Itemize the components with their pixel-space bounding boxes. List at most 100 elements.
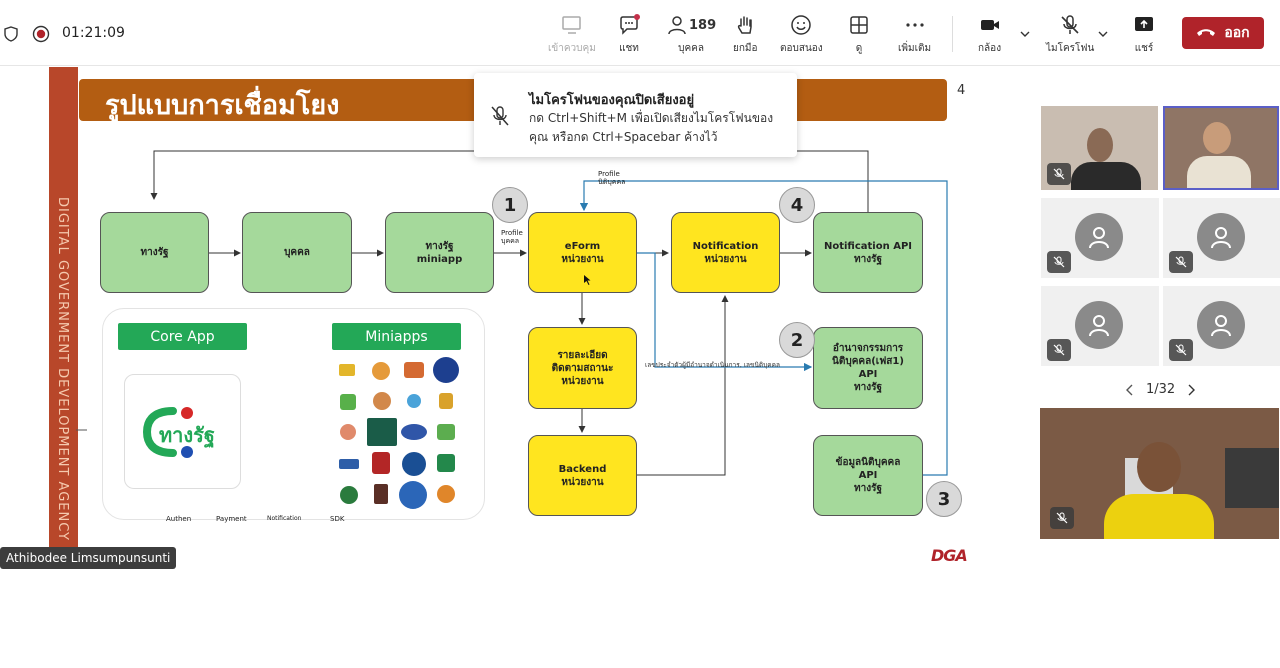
participant-tile[interactable] (1041, 286, 1159, 366)
share-label: แชร์ (1134, 43, 1154, 54)
person-icon (1089, 227, 1109, 249)
mic-off-icon (1053, 256, 1065, 268)
participant-tile[interactable] (1041, 198, 1159, 278)
share-screen-icon (1135, 17, 1153, 31)
leave-button[interactable]: ออก (1182, 17, 1264, 49)
meeting-timer: 01:21:09 (62, 25, 125, 41)
flow-box-text: API (858, 369, 878, 380)
view-button[interactable]: ดู (848, 14, 870, 56)
flow-box-juristic-api: ข้อมูลนิติบุคคล API ทางรัฐ (813, 435, 923, 516)
miniapps-tag: Miniapps (332, 323, 461, 350)
more-label: เพิ่มเติม (898, 43, 932, 54)
flow-box-text: ทางรัฐ (425, 240, 454, 252)
mic-off-icon (1175, 344, 1187, 356)
step-number-4: 4 (779, 187, 815, 223)
react-button[interactable]: ตอบสนอง (780, 14, 823, 56)
participant-video-tile[interactable] (1163, 106, 1279, 190)
participant-tile[interactable] (1163, 198, 1280, 278)
camera-options-chevron-icon[interactable] (1019, 28, 1031, 40)
background-cabinet (1225, 448, 1279, 508)
flow-box-text: ติดตามสถานะ (551, 362, 614, 374)
profile-label: Profile (598, 170, 620, 178)
shield-icon[interactable] (3, 26, 19, 42)
id-numbers-label: เลขประจำตัวผู้มีอำนาจดำเนินการ, เลขนิติบ… (645, 361, 780, 369)
miniapp-icon (437, 485, 455, 503)
miniapp-icon (373, 392, 391, 410)
people-button[interactable]: 189 บุคคล (666, 14, 716, 56)
flow-box-text: ข้อมูลนิติบุคคล (835, 457, 901, 468)
meeting-toolbar: 01:21:09 เข้าควบคุม แชท 189 บุคคล ยกมือ … (0, 0, 1280, 66)
screen-share-icon (562, 16, 581, 34)
flow-box-text: eForm (564, 240, 601, 252)
camera-icon (980, 20, 999, 30)
flow-box-text: หน่วยงาน (561, 253, 604, 265)
miniapp-icon (404, 362, 424, 378)
miniapp-icon (367, 418, 397, 446)
chat-icon (620, 14, 640, 35)
view-label: ดู (855, 43, 863, 54)
previous-page-chevron-icon[interactable] (1124, 383, 1136, 397)
participant-face (1137, 442, 1181, 492)
more-button[interactable]: เพิ่มเติม (898, 14, 931, 56)
chat-button[interactable]: แชท (618, 14, 640, 56)
participant-tile[interactable] (1163, 286, 1280, 366)
flow-box-text: ทางรัฐ (854, 382, 882, 393)
mic-off-icon (1056, 512, 1068, 524)
ellipsis-icon (905, 23, 924, 27)
miniapp-icon (433, 357, 459, 383)
flow-box-text: หน่วยงาน (561, 375, 604, 387)
flow-box-text: Notification API (823, 240, 912, 252)
mic-label: ไมโครโฟน (1046, 43, 1095, 54)
miniapp-icon (374, 484, 388, 504)
slide-vertical-text: DIGITAL GOVERNMENT DEVELOPMENT AGENCY (55, 197, 70, 541)
juristic-label: นิติบุคคล (598, 178, 626, 187)
core-app-tag: Core App (118, 323, 247, 350)
mic-off-badge (1047, 251, 1071, 273)
flow-box-text: Notification (692, 240, 759, 252)
raise-hand-button[interactable]: ยกมือ (733, 14, 758, 56)
participant-video-tile[interactable] (1041, 106, 1158, 190)
flow-box-text: ทางรัฐ (854, 253, 882, 265)
tangrat-logo-card: ทางรัฐ (124, 374, 241, 489)
share-button[interactable]: แชร์ (1133, 14, 1155, 56)
toast-line-1: กด Ctrl+Shift+M เพื่อเปิดเสียงไมโครโฟนขอ… (529, 111, 774, 125)
next-page-chevron-icon[interactable] (1185, 383, 1197, 397)
camera-button[interactable]: กล้อง (978, 14, 1001, 56)
avatar (1197, 213, 1245, 261)
take-control-button[interactable]: เข้าควบคุม (548, 14, 596, 56)
presenter-name: Athibodee Limsumpunsunti (6, 551, 171, 565)
notification-label: Notification (267, 515, 302, 522)
slide-title: รูปแบบการเชื่อมโยง (105, 90, 340, 121)
participant-face (1203, 122, 1231, 154)
miniapp-icon (372, 452, 390, 474)
participant-body (1071, 162, 1141, 190)
flow-box-text: ทางรัฐ (854, 483, 882, 494)
gallery-pager: 1/32 (1146, 382, 1176, 397)
recording-icon (32, 25, 50, 43)
flow-box-text: ทางรัฐ (140, 247, 169, 258)
person-icon (1211, 227, 1231, 249)
miniapp-icon-grid (337, 356, 467, 512)
flow-box-status: รายละเอียดติดตามสถานะหน่วยงาน (528, 327, 637, 409)
miniapp-icon (437, 424, 455, 440)
mic-button[interactable]: ไมโครโฟน (1046, 14, 1094, 56)
miniapps-label: Miniapps (365, 328, 428, 345)
miniapp-icon (401, 424, 427, 440)
raise-hand-label: ยกมือ (733, 43, 758, 54)
cursor-icon (584, 275, 591, 285)
flow-box-text: รายละเอียด (557, 349, 608, 361)
flow-box-text: นิติบุคคล(เฟส1) (832, 356, 904, 367)
tangrat-logo-icon (142, 407, 193, 458)
profile-person-label: Profile บุคคล (501, 229, 523, 246)
slide-page-number: 4 (957, 83, 966, 98)
miniapp-icon (437, 454, 455, 472)
mic-options-chevron-icon[interactable] (1097, 28, 1109, 40)
react-label: ตอบสนอง (780, 43, 823, 54)
self-video-tile[interactable] (1040, 408, 1279, 539)
mic-off-badge (1169, 251, 1193, 273)
participant-body (1187, 156, 1251, 188)
flow-box-text: API (858, 470, 878, 481)
